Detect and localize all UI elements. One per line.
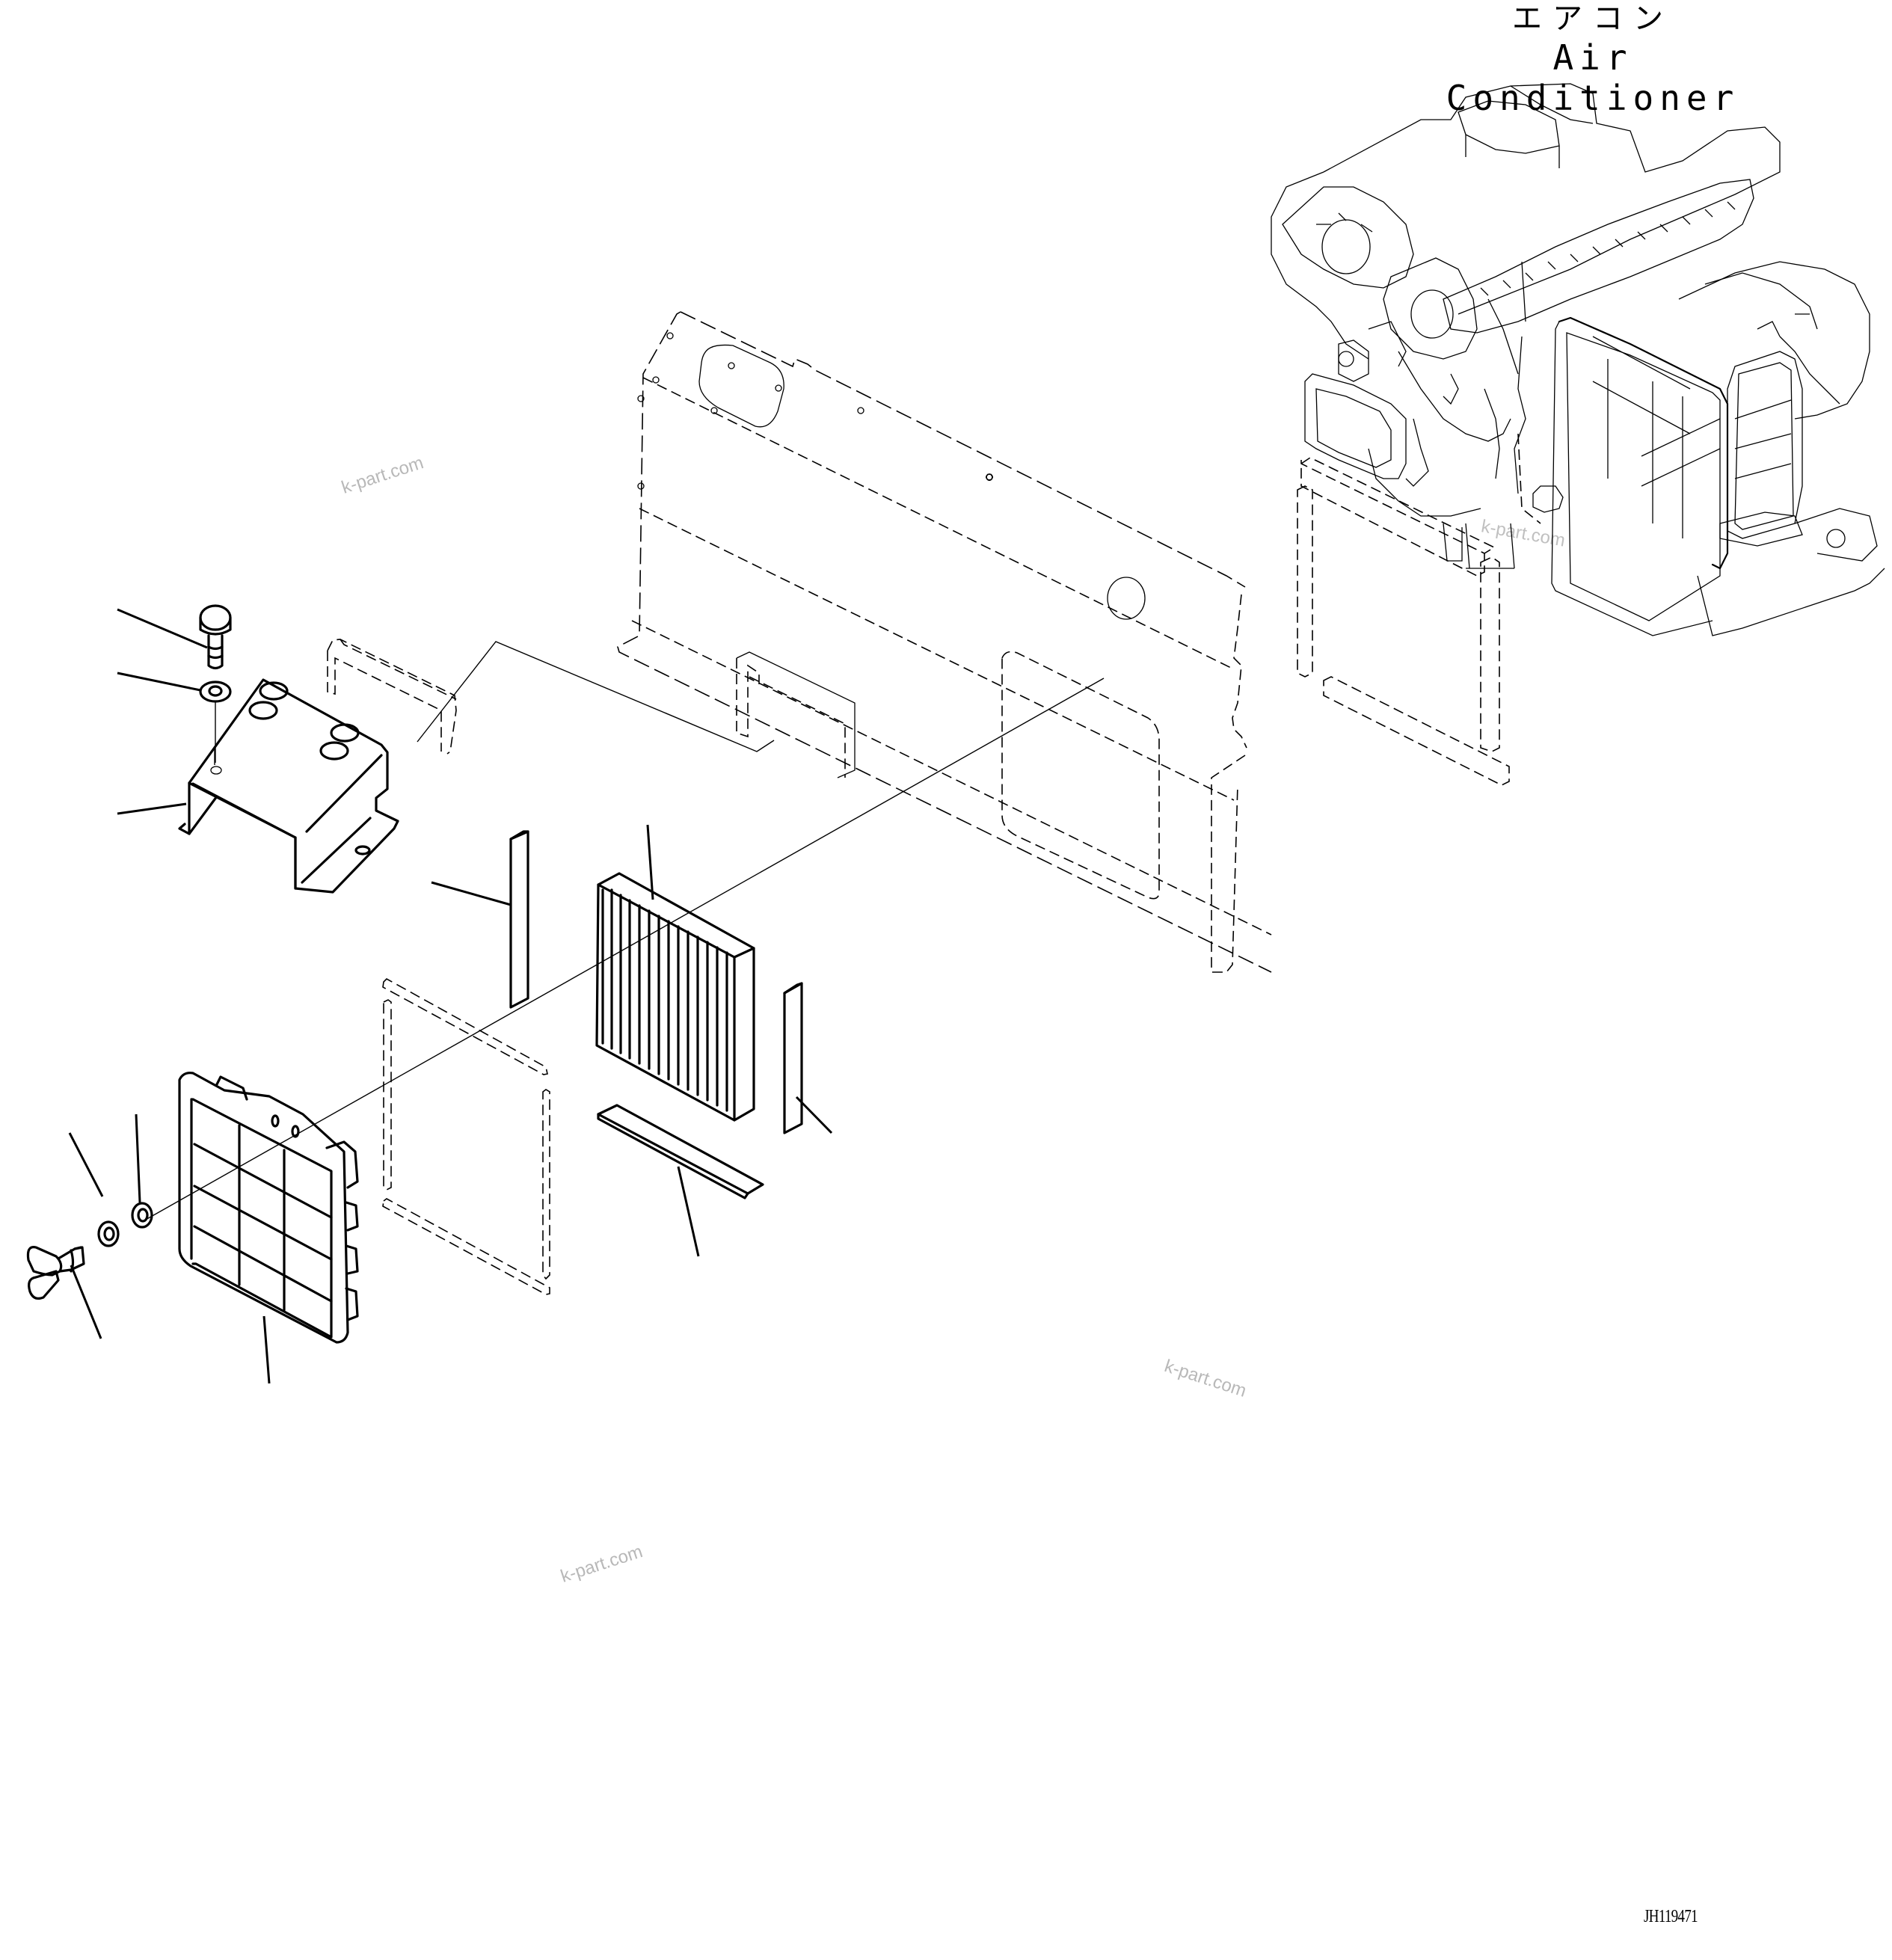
air-conditioner-unit-icon [1271, 83, 1885, 786]
hex-bolt-icon [199, 604, 232, 670]
mounting-bracket-icon [178, 678, 399, 894]
assembly-axis-lines [144, 641, 1105, 1221]
title-japanese: エアコン [1512, 1, 1674, 36]
wing-bolt-icon [26, 1246, 85, 1300]
grille-cover-icon [178, 1072, 359, 1344]
title-english: Air Conditioner [1446, 37, 1740, 118]
seal-strip-icon [509, 830, 529, 1009]
air-filter-icon [595, 872, 755, 1122]
spring-washer-icon [131, 1202, 153, 1229]
seal-strip-icon [783, 982, 803, 1134]
flat-washer-icon [97, 1220, 120, 1247]
rear-panel-icon [617, 311, 1272, 973]
title-block: エアコン Air Conditioner [1421, 0, 1765, 118]
drawing-number: JH119471 [1644, 1907, 1698, 1926]
gasket-frame-icon [382, 978, 550, 1295]
flat-washer-icon [199, 681, 232, 763]
duct-elbow-icon [327, 639, 856, 778]
leader-lines [68, 608, 833, 1384]
seal-strip-icon [597, 1104, 764, 1199]
